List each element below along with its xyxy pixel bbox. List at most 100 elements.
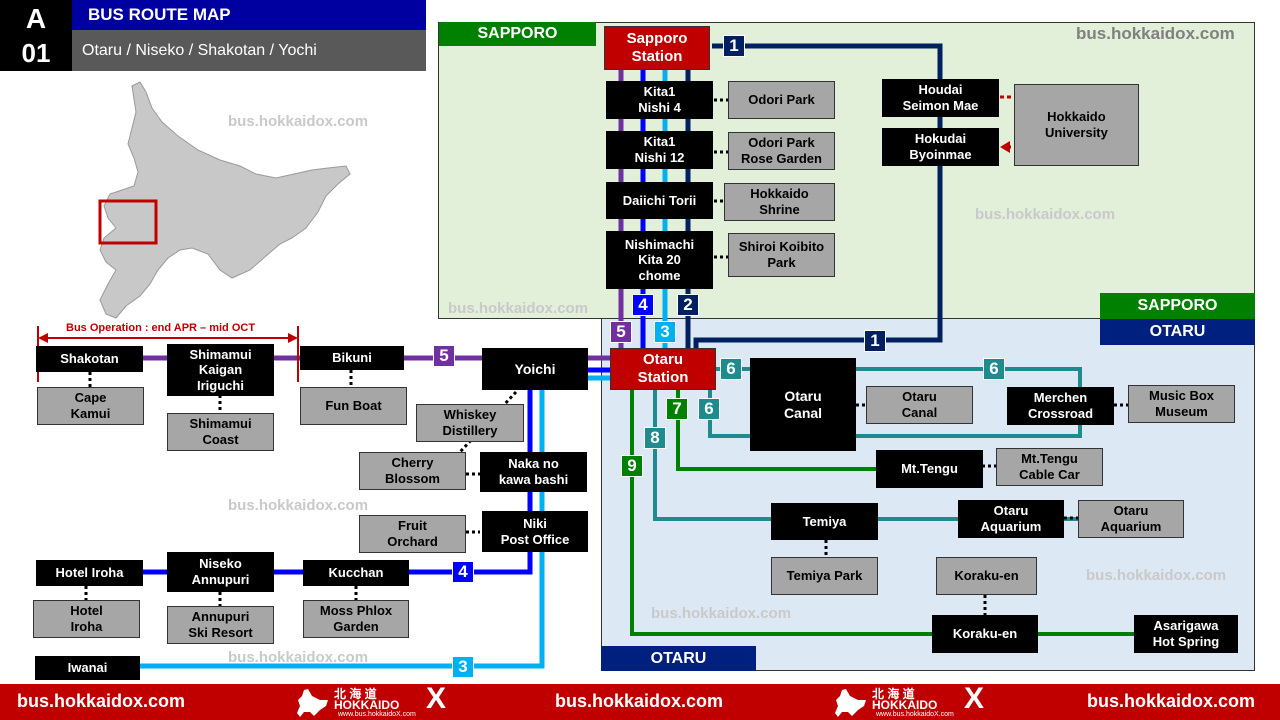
station-asarigawa-hot-spring[interactable]: Asarigawa Hot Spring [1134, 615, 1238, 653]
poi-koraku-en[interactable]: Koraku-en [936, 557, 1037, 595]
watermark: bus.hokkaidox.com [1086, 567, 1227, 584]
route-3-marker[interactable]: 3 [452, 656, 474, 678]
logo-text: HOKKAIDO [872, 698, 938, 712]
logo-url: www.bus.hokkaidoX.com [876, 711, 954, 718]
route-9-marker[interactable]: 9 [621, 455, 643, 477]
poi-otaru-aquarium[interactable]: Otaru Aquarium [1078, 500, 1184, 538]
station-otaru-canal[interactable]: Otaru Canal [750, 358, 856, 451]
poi-otaru-canal[interactable]: Otaru Canal [866, 386, 973, 424]
station-mt-tengu[interactable]: Mt.Tengu [876, 450, 983, 488]
page-title: BUS ROUTE MAP [88, 5, 231, 24]
poi-moss-phlox-garden[interactable]: Moss Phlox Garden [303, 600, 409, 638]
poi-odori-rose-garden[interactable]: Odori Park Rose Garden [728, 132, 835, 170]
station-niseko-annupuri[interactable]: Niseko Annupuri [167, 552, 274, 592]
poi-fun-boat[interactable]: Fun Boat [300, 387, 407, 425]
route-4-marker[interactable]: 4 [452, 561, 474, 583]
watermark: bus.hokkaidox.com [228, 649, 369, 666]
sapporo-region-label: SAPPORO [439, 22, 596, 46]
operation-note: Bus Operation : end APR – mid OCT [66, 322, 256, 334]
logo-x: X [426, 682, 447, 715]
poi-shimamui-coast[interactable]: Shimamui Coast [167, 413, 274, 451]
logo-kanji: 北 海 道 [334, 687, 377, 701]
footer-url-left[interactable]: bus.hokkaidox.com [17, 691, 186, 711]
poi-cape-kamui[interactable]: Cape Kamui [37, 387, 144, 425]
otaru-boundary-label: OTARU [1100, 319, 1255, 345]
station-kita1-nishi4[interactable]: Kita1 Nishi 4 [606, 81, 713, 119]
route-1-line [693, 43, 943, 360]
footer-bar [0, 684, 1280, 720]
route-6-marker[interactable]: 6 [720, 358, 742, 380]
footer-url-center[interactable]: bus.hokkaidox.com [555, 691, 724, 711]
header-subtitle-bar [72, 30, 426, 71]
footer-logo-left[interactable]: 北 海 道 HOKKAIDO www.bus.hokkaidoX.com X [296, 682, 456, 720]
station-houdai-seimon-mae[interactable]: Houdai Seimon Mae [882, 79, 999, 117]
hokkaido-map [98, 81, 351, 319]
poi-cherry-blossom[interactable]: Cherry Blossom [359, 452, 466, 490]
route-8-marker[interactable]: 8 [644, 427, 666, 449]
route-2-marker[interactable]: 2 [677, 294, 699, 316]
header-badge [0, 0, 72, 71]
station-yoichi[interactable]: Yoichi [482, 348, 588, 390]
station-bikuni[interactable]: Bikuni [300, 346, 404, 370]
watermark: bus.hokkaidox.com [228, 113, 369, 130]
logo-url: www.bus.hokkaidoX.com [338, 711, 416, 718]
route-6-marker[interactable]: 6 [983, 358, 1005, 380]
station-daiichi-torii[interactable]: Daiichi Torii [606, 182, 713, 219]
station-hokudai-byoinmae[interactable]: Hokudai Byoinmae [882, 128, 999, 166]
route-4-marker[interactable]: 4 [632, 294, 654, 316]
page-subtitle: Otaru / Niseko / Shakotan / Yochi [82, 42, 317, 59]
station-shakotan[interactable]: Shakotan [36, 346, 143, 372]
poi-fruit-orchard[interactable]: Fruit Orchard [359, 515, 466, 553]
footer-url-right[interactable]: bus.hokkaidox.com [1087, 691, 1256, 711]
area-highlight-box [98, 199, 158, 245]
logo-x: X [964, 682, 985, 715]
route-7-marker[interactable]: 7 [666, 398, 688, 420]
station-kucchan[interactable]: Kucchan [303, 560, 409, 586]
watermark: bus.hokkaidox.com [448, 300, 589, 317]
poi-annupuri-ski-resort[interactable]: Annupuri Ski Resort [167, 606, 274, 644]
station-hotel-iroha[interactable]: Hotel Iroha [36, 560, 143, 586]
route-3-marker[interactable]: 3 [654, 321, 676, 343]
watermark: bus.hokkaidox.com [975, 206, 1116, 223]
poi-whiskey-distillery[interactable]: Whiskey Distillery [416, 404, 524, 442]
header-title-bar [72, 0, 426, 30]
hokkaido-island-shape [99, 81, 351, 319]
footer-logo-right[interactable]: 北 海 道 HOKKAIDO www.bus.hokkaidoX.com X [834, 682, 994, 720]
poi-mt-tengu-cable-car[interactable]: Mt.Tengu Cable Car [996, 448, 1103, 486]
operation-arrow-right-icon [288, 333, 298, 343]
station-kita1-nishi12[interactable]: Kita1 Nishi 12 [606, 131, 713, 169]
watermark: bus.hokkaidox.com [651, 605, 792, 622]
station-shimamui-kaigan-iriguchi[interactable]: Shimamui Kaigan Iriguchi [167, 344, 274, 396]
poi-temiya-park[interactable]: Temiya Park [771, 557, 878, 595]
route-5-marker[interactable]: 5 [433, 345, 455, 367]
sapporo-boundary-label: SAPPORO [1100, 293, 1255, 319]
route-1-marker[interactable]: 1 [723, 35, 745, 57]
station-temiya[interactable]: Temiya [771, 503, 878, 540]
route-5-line [40, 68, 624, 361]
sapporo-region [438, 22, 1255, 319]
station-otaru[interactable]: Otaru Station [610, 348, 716, 390]
poi-odori-park[interactable]: Odori Park [728, 81, 835, 119]
poi-hokkaido-university[interactable]: Hokkaido University [1014, 84, 1139, 166]
station-iwanai[interactable]: Iwanai [35, 656, 140, 680]
station-koraku-en[interactable]: Koraku-en [932, 615, 1038, 653]
poi-shiroi-koibito-park[interactable]: Shiroi Koibito Park [728, 233, 835, 277]
logo-kanji: 北 海 道 [872, 687, 915, 701]
poi-hotel-iroha[interactable]: Hotel Iroha [33, 600, 140, 638]
station-sapporo[interactable]: Sapporo Station [604, 26, 710, 70]
route-1-marker[interactable]: 1 [864, 330, 886, 352]
operation-arrow-left-icon [38, 333, 48, 343]
poi-music-box-museum[interactable]: Music Box Museum [1128, 385, 1235, 423]
badge-number: 01 [21, 38, 51, 68]
route-6-marker[interactable]: 6 [698, 398, 720, 420]
station-naka-no-kawa-bashi[interactable]: Naka no kawa bashi [480, 452, 587, 492]
otaru-region-label: OTARU [601, 646, 756, 671]
station-otaru-aquarium[interactable]: Otaru Aquarium [958, 500, 1064, 538]
station-niki-post-office[interactable]: Niki Post Office [482, 511, 588, 552]
university-arrow-icon [1000, 141, 1010, 153]
station-merchen-crossroad[interactable]: Merchen Crossroad [1007, 387, 1114, 425]
route-5-marker[interactable]: 5 [610, 321, 632, 343]
station-nishimachi[interactable]: Nishimachi Kita 20 chome [606, 231, 713, 289]
poi-hokkaido-shrine[interactable]: Hokkaido Shrine [724, 183, 835, 221]
